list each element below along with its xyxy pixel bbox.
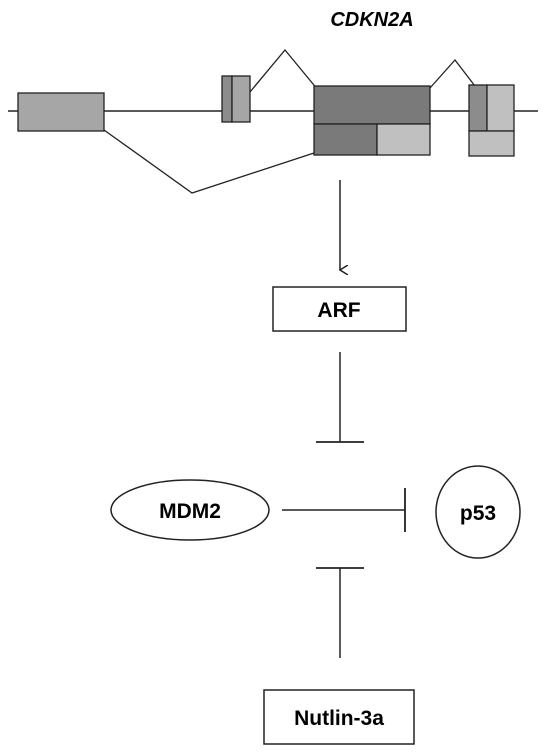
splice-connector-bottom [103,129,315,194]
nutlin-label: Nutlin-3a [294,707,384,730]
arf-node: ARF [272,286,407,332]
exon-3-bottom [468,130,515,157]
exon-2-top [313,85,431,125]
mdm2-node: MDM2 [110,479,270,541]
exon-3-top-left [468,84,488,132]
inhibition-arf-to-mdm2 [316,352,364,443]
exon-1 [17,92,105,132]
inhibition-nutlin-to-mdm2 [316,567,364,658]
gene-name-label: CDKN2A [330,9,413,31]
exon-2-bottom-right [376,123,431,156]
p53-label: p53 [460,502,496,525]
mdm2-ellipse [110,479,270,541]
exon-1-alt-right [231,75,251,123]
nutlin-node: Nutlin-3a [263,689,415,745]
nutlin-box [263,689,415,745]
exon-3-top-right [486,84,515,132]
arf-box [272,286,407,332]
p53-node: p53 [435,465,521,559]
exon-1-alt-left [221,75,233,123]
gene-structure [8,48,538,194]
p53-ellipse [435,465,521,559]
inhibition-mdm2-to-p53 [282,488,406,532]
splice-connector-top-right [429,58,479,91]
splice-connector-top-left [249,48,319,93]
exon-2-bottom-left [313,123,378,156]
mdm2-label: MDM2 [159,500,221,523]
arf-label: ARF [317,299,360,322]
